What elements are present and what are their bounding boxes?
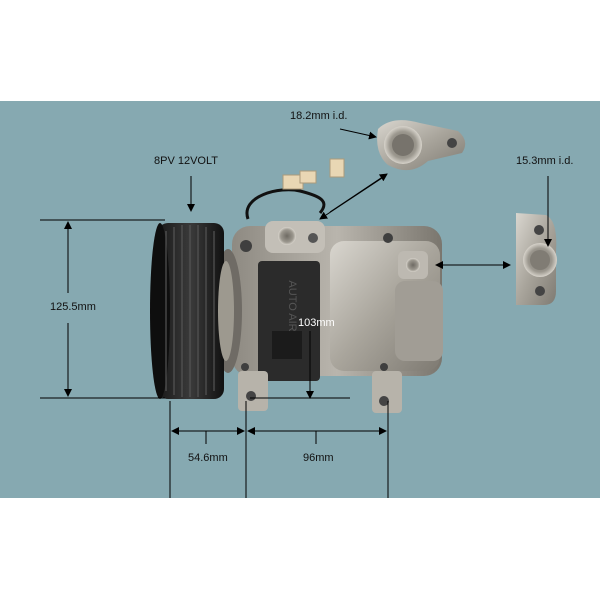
label-pulley-offset: 54.6mm [188, 452, 228, 464]
port-fitting-large [377, 120, 466, 171]
label-height: 125.5mm [50, 301, 96, 313]
mount-foot-left [238, 371, 268, 411]
part-marking: AUTO AIR [286, 280, 298, 331]
compressor-diagram: AUTO AIR [0, 101, 600, 498]
port-fitting-small [516, 213, 557, 305]
label-body-length: 103mm [298, 317, 335, 329]
mount-foot-right [372, 371, 402, 413]
diagram-panel: AUTO AIR [0, 101, 600, 498]
dimension-lines [40, 128, 552, 498]
compressor-body: AUTO AIR [232, 158, 443, 413]
label-pulley-spec: 8PV 12VOLT [154, 155, 218, 167]
label-port-large: 18.2mm i.d. [290, 110, 348, 122]
pulley [150, 223, 242, 399]
wiring-harness [245, 188, 326, 220]
label-port-small: 15.3mm i.d. [516, 155, 574, 167]
label-mount-spacing: 96mm [303, 452, 334, 464]
